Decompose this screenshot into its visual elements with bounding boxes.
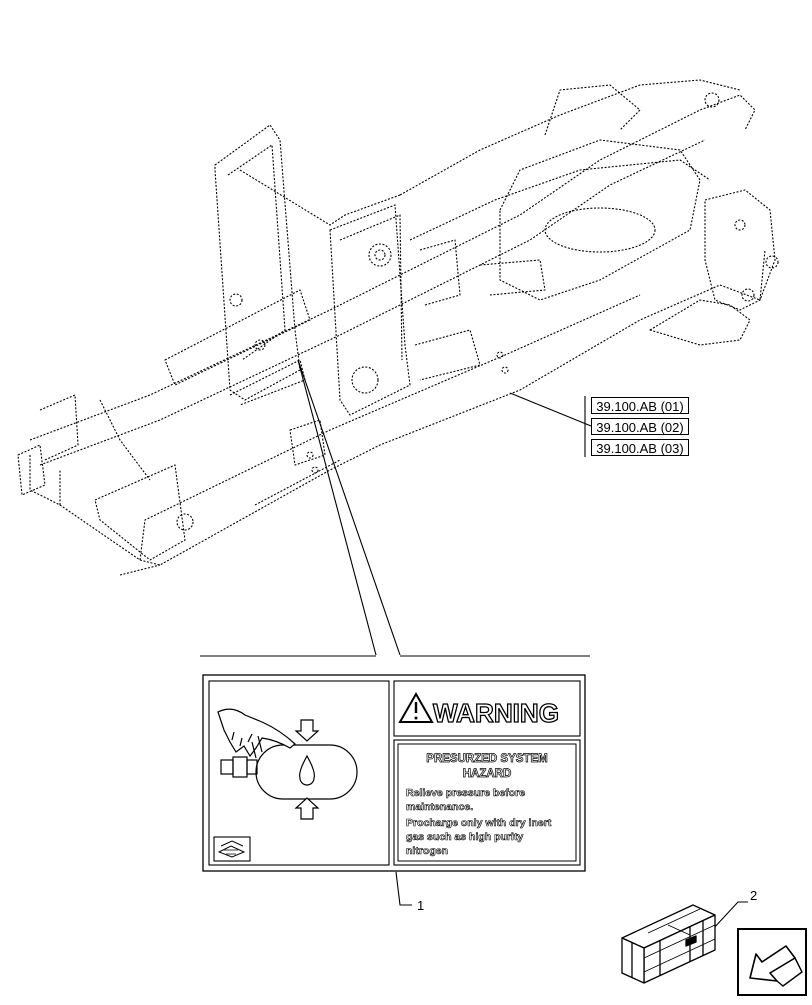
warning-decal: WARNING PRESURZED SYSTEM HAZARD Relieve … bbox=[202, 674, 586, 872]
instructions-panel-outer bbox=[393, 739, 581, 866]
reference-link-03[interactable]: 39.100.AB (03) bbox=[591, 439, 689, 456]
reference-link-01[interactable]: 39.100.AB (01) bbox=[591, 397, 689, 414]
chassis-frame-drawing bbox=[17, 79, 779, 576]
manual-book-icon bbox=[213, 836, 251, 862]
leader-lines bbox=[200, 359, 748, 931]
callout-item1: 1 bbox=[417, 898, 424, 913]
decal-leader-right bbox=[297, 359, 401, 656]
instruction-line: maintenance. bbox=[406, 801, 473, 813]
hazard-heading-line1: PRESURZED SYSTEM bbox=[426, 753, 547, 765]
decal-leader-left bbox=[297, 359, 377, 656]
reference-link-02[interactable]: 39.100.AB (02) bbox=[591, 418, 689, 435]
instruction-line: nitrogen bbox=[406, 845, 448, 857]
parts-crate-icon bbox=[621, 904, 716, 984]
pressure-hand-pictogram bbox=[217, 708, 358, 820]
item2-leader-line bbox=[711, 901, 748, 931]
instruction-line: gas such as high purity bbox=[406, 831, 523, 843]
navigation-arrow-icon[interactable] bbox=[737, 928, 807, 996]
hazard-heading-line2: HAZARD bbox=[463, 768, 512, 780]
instructions-panel-inner bbox=[397, 743, 577, 862]
warning-title: WARNING bbox=[433, 698, 559, 728]
warning-triangle-icon bbox=[398, 691, 434, 723]
instruction-line: Relieve pressure before bbox=[406, 787, 525, 799]
instruction-line: Procharge only with dry inert bbox=[406, 817, 552, 829]
item1-leader-line bbox=[395, 871, 412, 906]
callout-item2: 2 bbox=[750, 888, 757, 903]
reference-leader-line bbox=[509, 392, 592, 427]
